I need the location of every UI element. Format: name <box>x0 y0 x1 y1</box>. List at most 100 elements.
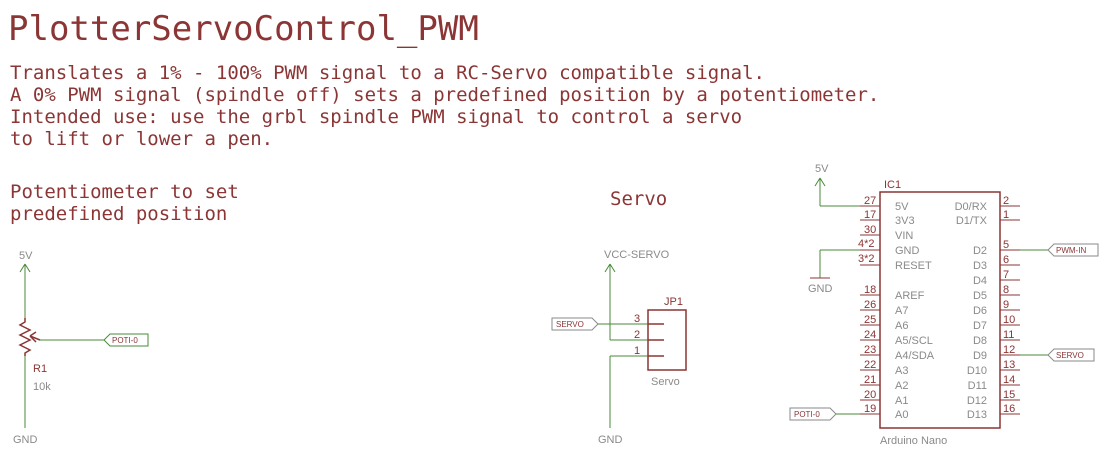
ic-left-pin-label: RESET <box>895 260 932 272</box>
ic-left-pin-label: A4/SDA <box>895 350 935 362</box>
ic-right-pin-label: D5 <box>973 290 987 302</box>
ic-right-pin-label: D4 <box>973 275 987 287</box>
ic-supply-label: 5V <box>815 163 829 175</box>
servo-ground-label: GND <box>598 434 623 446</box>
ic-left-pin-label: A2 <box>895 380 908 392</box>
ic-right-pin-label: D13 <box>967 409 987 421</box>
ic-servo-tag <box>1047 348 1095 362</box>
ic-name: IC1 <box>884 179 901 191</box>
ic-right-pin-label: D3 <box>973 260 987 272</box>
potentiometer-section: Potentiometer to set predefined position… <box>10 181 239 446</box>
pot-ground-label: GND <box>13 434 38 446</box>
ic-ground-label: GND <box>808 283 833 295</box>
ic-left-pin-number: 4*2 <box>858 238 875 250</box>
ic-left-pin-label: GND <box>895 245 920 257</box>
ic-right-pin-number: 14 <box>1003 374 1015 386</box>
description-line-4: to lift or lower a pen. <box>10 128 273 150</box>
description-line-2: A 0% PWM signal (spindle off) sets a pre… <box>10 84 879 106</box>
description-line-3: Intended use: use the grbl spindle PWM s… <box>10 106 742 128</box>
ic-right-pin-label: D0/RX <box>955 201 988 213</box>
pot-supply-label: 5V <box>19 250 33 262</box>
wiper-arrow-icon <box>29 331 41 343</box>
ic-left-pin-label: AREF <box>895 290 925 302</box>
ic-poti-label: POTI-0 <box>794 410 820 419</box>
ic-right-pin-label: D8 <box>973 335 987 347</box>
ic-value: Arduino Nano <box>880 435 947 447</box>
ic-left-pin-number: 30 <box>864 224 876 236</box>
servo-supply-label: VCC-SERVO <box>604 249 670 261</box>
ic-right-pin-number: 15 <box>1003 389 1015 401</box>
connector-name: JP1 <box>664 296 683 308</box>
ic-right-pin-number: 12 <box>1003 344 1015 356</box>
ic-left-pin-number: 3*2 <box>858 253 875 265</box>
connector-value: Servo <box>651 376 680 388</box>
ic-left-pin-number: 25 <box>864 314 876 326</box>
ic-left-pin-stubs <box>860 205 880 415</box>
ic-right-pin-number: 11 <box>1003 329 1014 341</box>
servo-net-tag <box>551 317 599 331</box>
ic-right-pin-label: D6 <box>973 305 987 317</box>
ic-left-pin-label: 3V3 <box>895 215 915 227</box>
ic-right-pin-label: D2 <box>973 245 987 257</box>
ic-left-pin-number: 18 <box>864 284 876 296</box>
ic-right-pin-number: 7 <box>1003 269 1009 281</box>
ic-right-pin-number: 8 <box>1003 284 1009 296</box>
ic-right-pin-number: 5 <box>1003 239 1009 251</box>
servo-section: Servo VCC-SERVO SERVO GND 3 2 1 JP1 Serv… <box>551 188 687 446</box>
pot-heading-line-1: Potentiometer to set <box>10 181 239 203</box>
ic-right-pin-number: 2 <box>1003 195 1009 207</box>
description-line-1: Translates a 1% - 100% PWM signal to a R… <box>10 62 765 84</box>
ic-left-pin-label: 5V <box>895 201 909 213</box>
ic-left-pin-number: 24 <box>864 329 876 341</box>
ic-left-pin-number: 26 <box>864 299 876 311</box>
ic-left-pin-number: 23 <box>864 344 876 356</box>
ic-right-pin-number: 13 <box>1003 359 1015 371</box>
schematic-title: PlotterServoControl_PWM <box>8 9 479 49</box>
servo-pin-number-2: 2 <box>634 329 640 341</box>
ic-left-pin-label: A5/SCL <box>895 335 933 347</box>
pot-net-label: POTI-0 <box>112 336 138 345</box>
ic-left-pin-number: 20 <box>864 389 876 401</box>
ic-right-pin-number: 1 <box>1003 209 1009 221</box>
ic-right-pin-label: D7 <box>973 320 987 332</box>
ic-right-pin-label: D12 <box>967 395 987 407</box>
servo-pin-number-1: 1 <box>634 345 640 357</box>
servo-supply-arrow-icon <box>604 263 616 273</box>
pot-net-tag <box>103 333 149 347</box>
ic-left-pin-label: A6 <box>895 320 908 332</box>
pot-heading-line-2: predefined position <box>10 203 227 225</box>
potentiometer-symbol <box>18 318 32 356</box>
pot-value: 10k <box>33 381 51 393</box>
servo-net-label: SERVO <box>556 320 584 329</box>
ic-right-pin-number: 16 <box>1003 403 1015 415</box>
servo-pin-number-3: 3 <box>634 313 640 325</box>
ic-servo-label: SERVO <box>1056 351 1084 360</box>
ic-right-pin-number: 9 <box>1003 299 1009 311</box>
arduino-section: 5V GND POTI-0 PWM-IN SERVO IC1 Arduino N… <box>789 163 1099 447</box>
ic-left-pin-label: A7 <box>895 305 908 317</box>
ic-right-pin-number: 6 <box>1003 254 1009 266</box>
ic-left-pin-label: VIN <box>895 230 913 242</box>
supply-arrow-icon <box>19 263 31 273</box>
ic-left-pin-number: 21 <box>864 374 876 386</box>
ic-right-pin-label: D1/TX <box>956 215 988 227</box>
ic-right-pin-label: D10 <box>967 365 987 377</box>
ic-right-pin-stubs <box>1000 205 1020 415</box>
ic-left-pin-number: 17 <box>864 209 876 221</box>
ic-pwm-label: PWM-IN <box>1056 246 1086 255</box>
ic-left-pin-label: A0 <box>895 409 908 421</box>
ic-supply-arrow-icon <box>814 177 826 187</box>
ic-left-pin-label: A1 <box>895 395 908 407</box>
ic-poti-tag <box>789 407 837 421</box>
ic-pwm-tag <box>1047 243 1099 257</box>
ic-right-pin-label: D11 <box>968 380 987 392</box>
ic-right-pin-number: 10 <box>1003 314 1015 326</box>
ic-left-pin-number: 27 <box>864 195 876 207</box>
ic-left-pin-number: 19 <box>864 403 876 415</box>
servo-heading: Servo <box>610 188 667 210</box>
pot-name: R1 <box>33 363 47 375</box>
ic-left-pin-number: 22 <box>864 359 876 371</box>
ic-left-pin-label: A3 <box>895 365 908 377</box>
ic-right-pin-label: D9 <box>973 350 987 362</box>
